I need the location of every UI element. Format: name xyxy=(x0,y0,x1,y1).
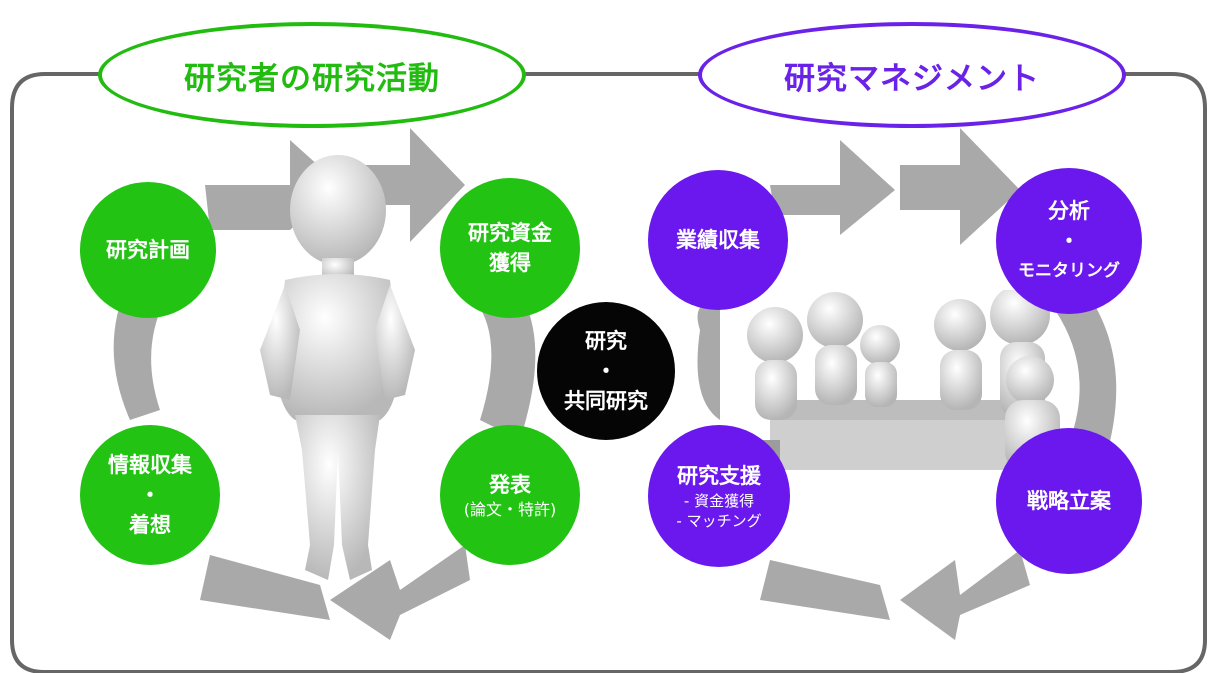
standing-person-figure xyxy=(260,155,415,580)
node-support-item-1: - 資金獲得 xyxy=(683,492,755,510)
node-achievement-collection: 業績収集 xyxy=(648,170,788,310)
node-analysis-monitoring: 分析 ・ モニタリング xyxy=(996,168,1142,314)
node-research-support: 研究支援 - 資金獲得 - マッチング xyxy=(648,425,790,567)
arrow-right-bottom-1 xyxy=(900,550,1030,640)
node-support-title: 研究支援 xyxy=(677,464,761,488)
node-analysis-line1: 分析 xyxy=(1048,199,1090,223)
node-research-funding: 研究資金 獲得 xyxy=(440,178,580,318)
node-info-line3: 着想 xyxy=(129,513,171,537)
arrow-right-right-arc xyxy=(1055,290,1117,460)
right-section-title-text: 研究マネジメント xyxy=(784,60,1040,97)
node-info-line1: 情報収集 xyxy=(108,453,192,477)
node-analysis-line2: ・ xyxy=(1058,229,1080,253)
arrow-left-right-arc xyxy=(475,280,536,440)
arrow-right-left-arc xyxy=(697,300,720,420)
node-publication-sub: (論文・特許) xyxy=(463,500,557,519)
node-research-plan-label: 研究計画 xyxy=(106,238,190,262)
node-research-funding-line1: 研究資金 xyxy=(468,221,552,245)
node-joint-research: 研究 ・ 共同研究 xyxy=(537,302,675,440)
node-info-line2: ・ xyxy=(139,483,161,507)
node-information-gathering: 情報収集 ・ 着想 xyxy=(80,425,220,565)
left-section-title: 研究者の研究活動 xyxy=(98,22,526,128)
node-publication: 発表 (論文・特許) xyxy=(440,425,580,565)
right-section-title: 研究マネジメント xyxy=(698,22,1126,128)
arrow-left-bottom-2 xyxy=(200,555,330,620)
node-strategy-planning: 戦略立案 xyxy=(996,428,1142,574)
left-section-title-text: 研究者の研究活動 xyxy=(184,60,440,97)
arrow-left-bottom-1 xyxy=(330,545,470,640)
node-joint-line2: ・ xyxy=(595,359,617,383)
node-joint-line3: 共同研究 xyxy=(564,389,648,413)
node-research-funding-line2: 獲得 xyxy=(489,251,531,275)
node-strategy-label: 戦略立案 xyxy=(1027,489,1111,513)
arrow-left-top-2 xyxy=(340,128,465,242)
node-support-item-2: - マッチング xyxy=(676,512,762,530)
node-analysis-line3: モニタリング xyxy=(1018,261,1120,281)
node-achievement-label: 業績収集 xyxy=(676,228,760,252)
arrow-right-top-2 xyxy=(900,128,1020,245)
arrow-right-top-1 xyxy=(770,140,895,235)
node-research-plan: 研究計画 xyxy=(80,182,216,318)
node-publication-title: 発表 xyxy=(489,473,531,497)
arrow-right-bottom-2 xyxy=(760,560,890,620)
node-joint-line1: 研究 xyxy=(585,329,627,353)
